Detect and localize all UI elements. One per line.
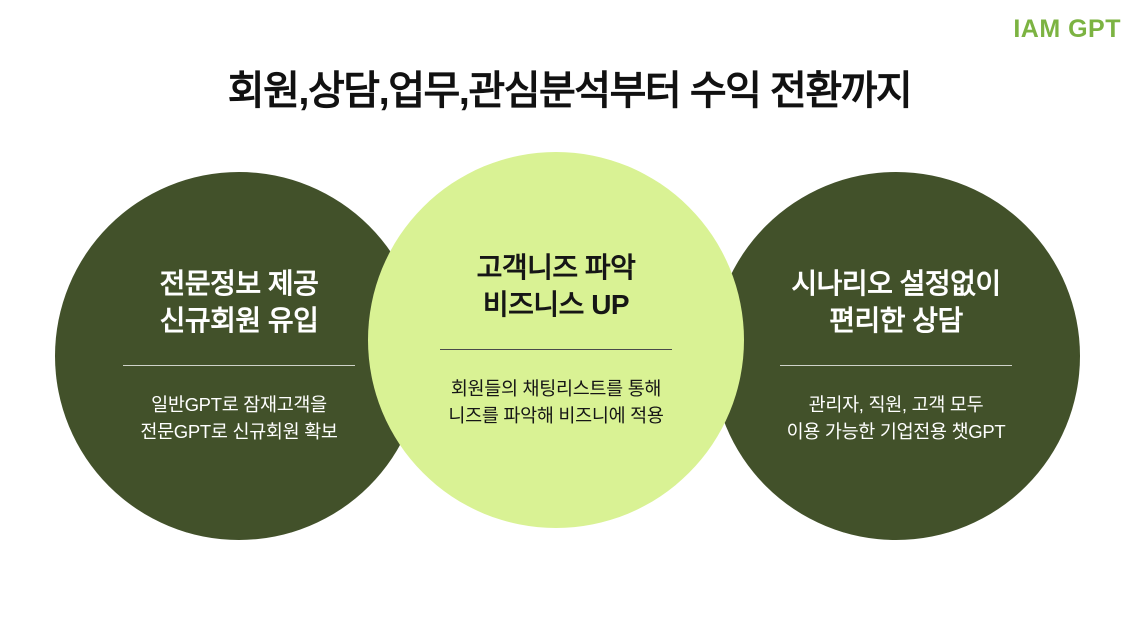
slide-title: 회원,상담,업무,관심분석부터 수익 전환까지 [227, 69, 913, 113]
brand-logo: IAM GPT [1013, 15, 1121, 43]
divider-line [123, 364, 355, 366]
feature-circle-new-members: 전문정보 제공 신규회원 유입 일반GPT로 잠재고객을 전문GPT로 신규회원… [55, 172, 423, 540]
circle-body: 관리자, 직원, 고객 모두 이용 가능한 기업전용 챗GPT [786, 393, 1006, 443]
feature-circle-easy-consulting: 시나리오 설정없이 편리한 상담 관리자, 직원, 고객 모두 이용 가능한 기… [712, 172, 1080, 540]
circle-body: 회원들의 채팅리스트를 통해 니즈를 파악해 비즈니에 적용 [448, 377, 664, 427]
feature-circle-customer-needs: 고객니즈 파악 비즈니스 UP 회원들의 채팅리스트를 통해 니즈를 파악해 비… [368, 152, 744, 528]
circle-heading: 전문정보 제공 신규회원 유입 [159, 267, 319, 336]
circle-body: 일반GPT로 잠재고객을 전문GPT로 신규회원 확보 [140, 393, 338, 443]
divider-line [440, 348, 672, 350]
circle-heading: 고객니즈 파악 비즈니스 UP [476, 251, 636, 320]
circle-heading: 시나리오 설정없이 편리한 상담 [791, 267, 1001, 336]
divider-line [780, 364, 1012, 366]
